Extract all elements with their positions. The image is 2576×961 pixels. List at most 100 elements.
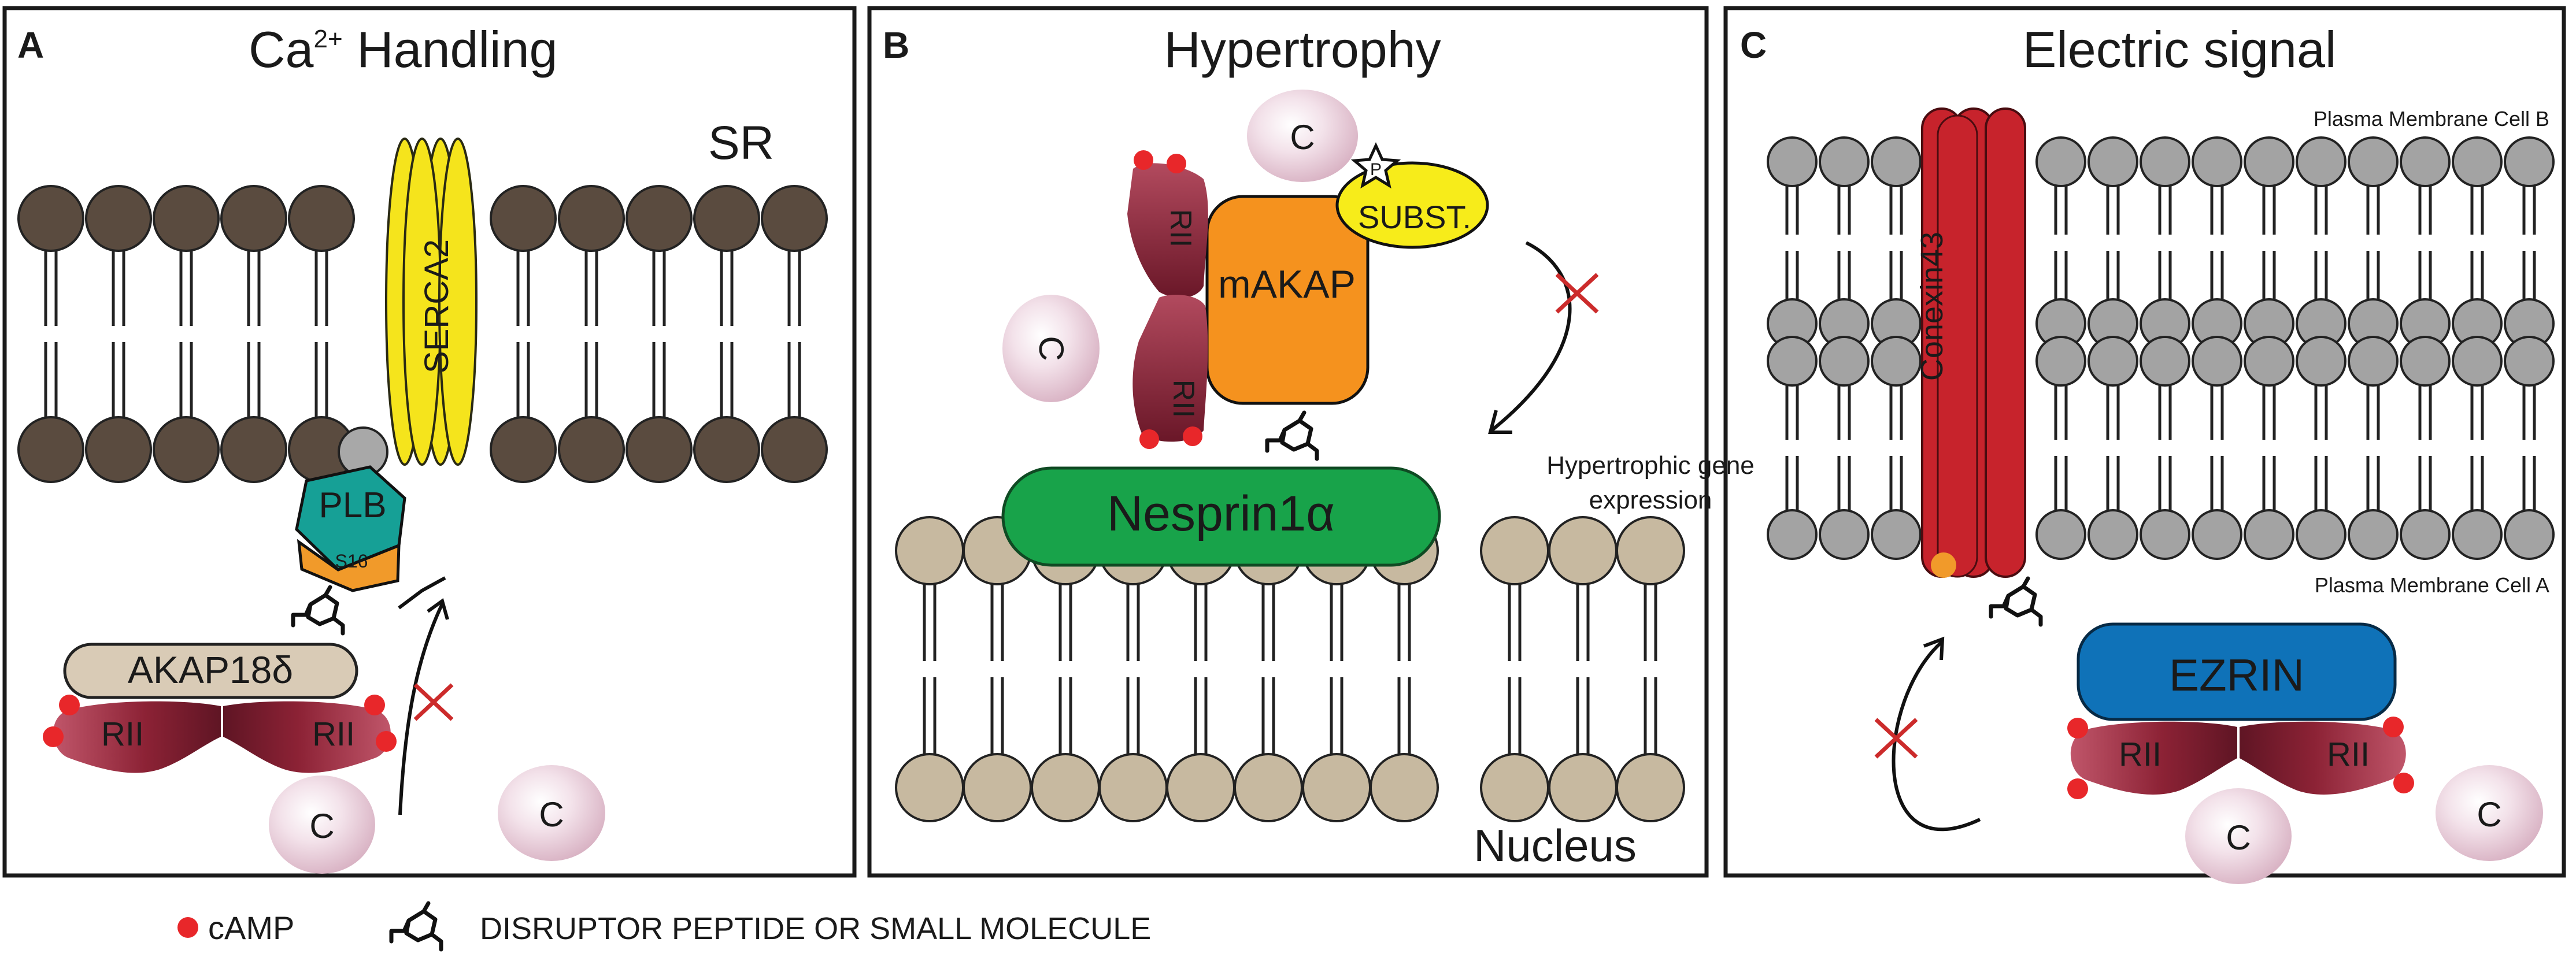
lipid-head xyxy=(1819,509,1870,560)
camp-dot xyxy=(59,695,80,715)
c-subunit: C xyxy=(2436,765,2543,861)
release-arrowhead xyxy=(1923,636,1945,661)
nucleus-label: Nucleus xyxy=(1474,820,1637,871)
panel-a-title: Ca2+ Handling xyxy=(249,21,557,78)
camp-dot xyxy=(2067,718,2088,739)
c-label: C xyxy=(1032,336,1071,361)
lipid-head xyxy=(1616,753,1685,822)
lipid-head xyxy=(1767,336,1818,387)
rii-label-right: RII xyxy=(2327,736,2370,773)
rii-label-left: RII xyxy=(101,715,144,753)
lipid-head xyxy=(1031,753,1100,822)
panel-b-letter: B xyxy=(883,24,909,66)
panel-a-letter: A xyxy=(17,24,44,66)
serca2-label: SERCA2 xyxy=(418,239,456,373)
rii-label-top: RII xyxy=(1164,209,1197,247)
c-label: C xyxy=(309,807,334,845)
rii-dimer-b: RII RII xyxy=(1127,150,1208,449)
lipid-head xyxy=(2140,336,2190,387)
plasma-membranes xyxy=(1767,136,2555,560)
inhibit-mark xyxy=(413,683,454,721)
conexin43-label: Conexin43 xyxy=(1915,232,1949,381)
nesprin-label: Nesprin1α xyxy=(1107,486,1335,541)
c-subunit: C xyxy=(498,765,605,861)
lipid-head xyxy=(2244,336,2294,387)
panel-b-title: Hypertrophy xyxy=(1164,21,1441,78)
lipid-head xyxy=(220,416,287,483)
lipid-head xyxy=(153,185,220,252)
legend-disruptor-icon xyxy=(391,903,441,949)
lipid-head xyxy=(1767,136,1818,187)
lipid-head xyxy=(2400,509,2451,560)
lipid-head xyxy=(963,753,1032,822)
lipid-head xyxy=(2348,136,2399,187)
panel-a: A Ca2+ Handling SR SERCA2 PLB S16 AKAP18… xyxy=(2,6,857,878)
c-label: C xyxy=(539,795,564,834)
panel-a-frame xyxy=(2,6,857,878)
lipid-head xyxy=(1302,753,1371,822)
lipid-head xyxy=(85,416,152,483)
rii-label-right: RII xyxy=(312,715,355,753)
lipid-head xyxy=(2296,136,2346,187)
lipid-head xyxy=(1234,753,1303,822)
lipid-head xyxy=(17,185,84,252)
c-label: C xyxy=(2226,818,2251,857)
panel-c-letter: C xyxy=(1740,24,1767,66)
lipid-head xyxy=(2348,336,2399,387)
lipid-head xyxy=(2504,509,2555,560)
lipid-head xyxy=(2035,509,2086,560)
camp-dot xyxy=(376,731,397,752)
lipid-head xyxy=(558,185,625,252)
lipid-head xyxy=(1548,753,1618,822)
c-label: C xyxy=(2477,795,2501,834)
camp-dot xyxy=(2383,717,2404,737)
camp-dot xyxy=(364,695,385,715)
lipid-head xyxy=(2035,336,2086,387)
lipid-head xyxy=(2192,509,2242,560)
lipid-head xyxy=(2452,136,2503,187)
lipid-head xyxy=(2400,136,2451,187)
lipid-head xyxy=(288,185,355,252)
lipid-head xyxy=(2244,136,2294,187)
lipid-head xyxy=(1767,509,1818,560)
camp-dot xyxy=(2393,773,2414,793)
lipid-head xyxy=(2244,509,2294,560)
lipid-head xyxy=(490,416,557,483)
sr-label: SR xyxy=(708,117,774,169)
camp-dot xyxy=(43,726,64,747)
lipid-head xyxy=(1370,753,1439,822)
lipid-head xyxy=(626,185,693,252)
conexin43-channel: Conexin43 xyxy=(1915,107,2026,578)
c-label: C xyxy=(1290,118,1315,157)
lipid-head xyxy=(895,516,964,585)
lipid-head xyxy=(220,185,287,252)
rii-label-bottom: RII xyxy=(1167,380,1200,418)
lipid-head xyxy=(2140,136,2190,187)
lipid-head xyxy=(2504,136,2555,187)
lipid-head xyxy=(2296,509,2346,560)
lipid-head xyxy=(2192,336,2242,387)
lipid-head xyxy=(1819,136,1870,187)
legend-disruptor-label: DISRUPTOR PEPTIDE OR SMALL MOLECULE xyxy=(480,911,1151,946)
signal-arrowhead xyxy=(1488,410,1512,434)
subst-label: SUBST. xyxy=(1358,199,1471,235)
lipid-head xyxy=(2035,136,2086,187)
camp-dot xyxy=(1183,426,1202,446)
legend: cAMP DISRUPTOR PEPTIDE OR SMALL MOLECULE xyxy=(177,903,1151,949)
camp-dot xyxy=(1134,150,1153,170)
lipid-head xyxy=(2088,136,2138,187)
lipid-head xyxy=(1871,509,1922,560)
plb-protein: PLB S16 xyxy=(295,426,406,592)
lipid-head xyxy=(761,185,828,252)
lipid-head xyxy=(2452,509,2503,560)
ezrin-label: EZRIN xyxy=(2169,650,2304,700)
membrane-cell-a-label: Plasma Membrane Cell A xyxy=(2315,573,2549,597)
serca2-pump: SERCA2 xyxy=(385,138,478,466)
makap-label: mAKAP xyxy=(1218,262,1356,306)
makap-anchor: mAKAP xyxy=(1205,195,1370,405)
lipid-head xyxy=(85,185,152,252)
hypertrophic-label-line2: expression xyxy=(1589,486,1712,514)
lipid-head xyxy=(2192,136,2242,187)
release-arrow xyxy=(398,603,444,815)
lipid-head xyxy=(693,185,760,252)
